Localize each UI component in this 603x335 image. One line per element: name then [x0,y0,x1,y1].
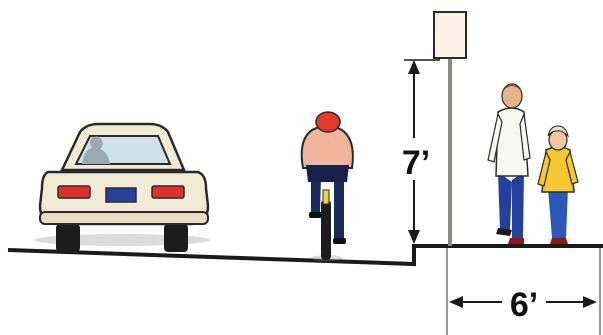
child-right-leg [558,188,568,238]
bicyclist-rear-view [302,112,353,261]
road-surface-line [8,246,603,264]
sign-clearance-label: 7’ [402,144,430,182]
rider-helmet [316,112,340,132]
rider-shorts [306,165,349,182]
sidewalk-width-dimension: 6’ [449,282,597,324]
sign-post [434,12,466,246]
child-pedestrian [538,126,578,244]
adult-pedestrian [488,84,530,244]
car-bumper [40,212,208,224]
car-rear-view [34,124,210,252]
car-right-tail-light [152,186,184,198]
sidewalk-arrow-right [583,296,597,308]
adult-left-leg [498,172,512,230]
car-left-tail-light [58,186,90,198]
clearance-arrow-up [408,60,420,74]
car-right-wheel [164,224,188,252]
bicycle-reflector [323,190,329,204]
sidewalk-width-label: 6’ [510,286,538,324]
clearance-arrow-down [408,230,420,244]
sign-clearance-dimension: 7’ [398,60,440,244]
sidewalk-arrow-left [449,296,463,308]
adult-head [502,84,522,108]
adult-right-leg [512,172,524,240]
sign-panel [434,12,466,58]
car-license-plate [106,188,136,202]
car-left-wheel [56,224,80,252]
bicycle-rear-wheel [321,200,331,260]
